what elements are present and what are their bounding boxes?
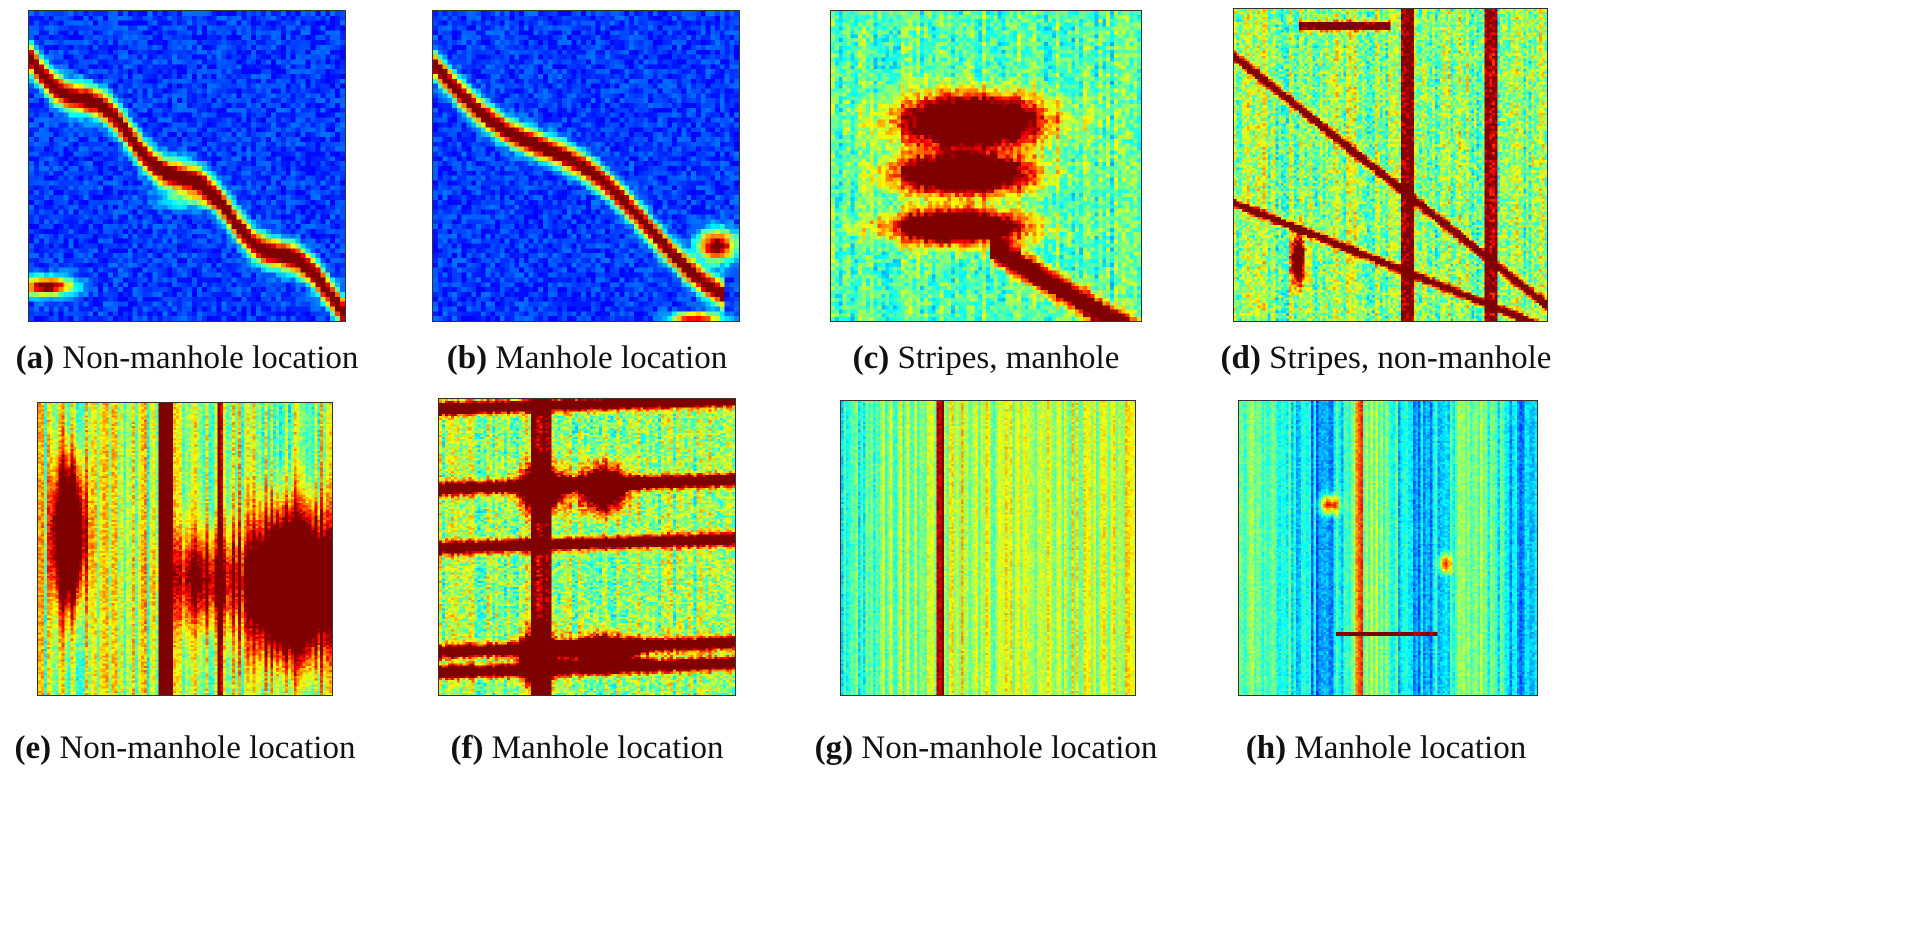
heatmap-e bbox=[37, 402, 333, 696]
caption-text: Stripes, non-manhole bbox=[1269, 340, 1552, 376]
heatmap-d bbox=[1233, 8, 1548, 322]
caption-g: (g) Non-manhole location bbox=[815, 730, 1158, 767]
caption-label: (e) bbox=[14, 730, 52, 766]
heatmap-g bbox=[840, 400, 1136, 696]
caption-h: (h) Manhole location bbox=[1246, 730, 1526, 767]
caption-a: (a) Non-manhole location bbox=[16, 340, 359, 377]
caption-e: (e) Non-manhole location bbox=[15, 730, 356, 767]
caption-label: (a) bbox=[15, 340, 55, 376]
caption-text: Non-manhole location bbox=[59, 730, 356, 766]
heatmap-h bbox=[1238, 400, 1538, 696]
caption-text: Manhole location bbox=[1294, 730, 1527, 766]
caption-label: (d) bbox=[1220, 340, 1261, 376]
caption-c: (c) Stripes, manhole bbox=[853, 340, 1120, 377]
caption-label: (b) bbox=[446, 340, 488, 376]
heatmap-c bbox=[830, 10, 1142, 322]
caption-text: Non-manhole location bbox=[861, 730, 1158, 766]
heatmap-a bbox=[28, 10, 346, 322]
caption-label: (f) bbox=[450, 730, 484, 766]
caption-label: (g) bbox=[814, 730, 854, 766]
caption-text: Manhole location bbox=[491, 730, 724, 766]
caption-b: (b) Manhole location bbox=[447, 340, 727, 377]
caption-label: (c) bbox=[852, 340, 890, 376]
caption-text: Non-manhole location bbox=[62, 340, 359, 376]
caption-d: (d) Stripes, non-manhole bbox=[1221, 340, 1552, 377]
caption-f: (f) Manhole location bbox=[450, 730, 723, 767]
caption-text: Manhole location bbox=[495, 340, 728, 376]
heatmap-b bbox=[432, 10, 740, 322]
caption-label: (h) bbox=[1245, 730, 1287, 766]
caption-text: Stripes, manhole bbox=[897, 340, 1120, 376]
heatmap-f bbox=[438, 398, 736, 696]
